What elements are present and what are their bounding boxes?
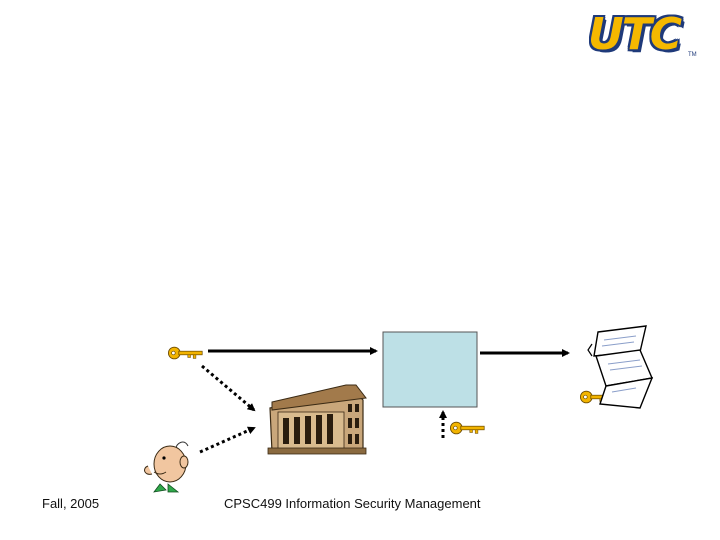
- utc-logo-text: UTC: [588, 9, 682, 60]
- process-box: [382, 331, 478, 408]
- bank-building-icon: [267, 384, 367, 455]
- document-stack-icon: [587, 325, 654, 409]
- key-icon: [168, 346, 203, 360]
- utc-logo-trademark: TM: [688, 52, 697, 58]
- dotted-arrow-key-to-bank: [201, 364, 256, 412]
- utc-logo: UTC TM: [588, 10, 698, 64]
- footer-date: Fall, 2005: [42, 496, 100, 511]
- person-cartoon-icon: [144, 441, 189, 493]
- dotted-arrow-person-to-bank: [199, 426, 256, 454]
- footer-course-title: CPSC499 Information Security Management: [224, 496, 481, 511]
- key-icon: [450, 421, 485, 435]
